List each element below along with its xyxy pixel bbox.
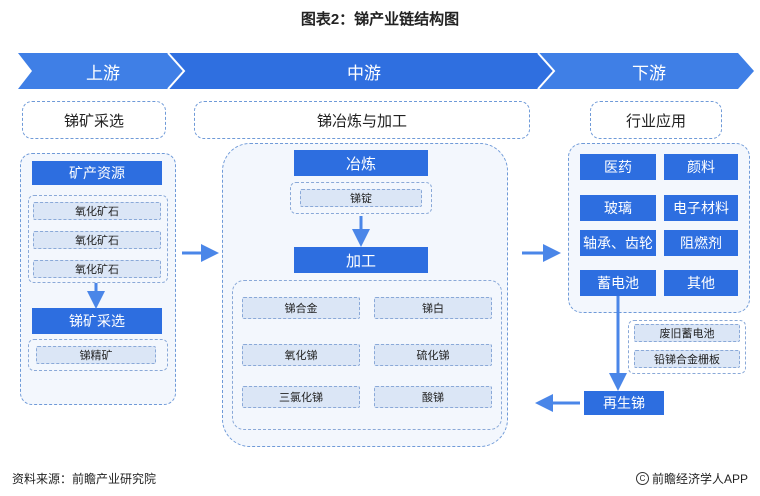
processing-item: 酸锑 xyxy=(374,386,492,408)
stage-arrows-graphic xyxy=(18,53,754,89)
application-item: 电子材料 xyxy=(664,195,738,221)
application-item: 蓄电池 xyxy=(580,270,656,296)
processing-header: 加工 xyxy=(294,247,428,273)
recycled-antimony: 再生锑 xyxy=(584,391,664,415)
mining-header: 锑矿采选 xyxy=(32,308,162,334)
application-item: 颜料 xyxy=(664,154,738,180)
application-item: 阻燃剂 xyxy=(664,230,738,256)
resource-item: 氧化矿石 xyxy=(33,202,161,220)
recycle-group xyxy=(628,320,746,374)
processing-item: 锑白 xyxy=(374,297,492,319)
resources-group xyxy=(28,195,168,283)
upstream-category: 锑矿采选 xyxy=(22,101,166,139)
brand-logo-icon: C xyxy=(635,472,649,485)
midstream-category: 锑冶炼与加工 xyxy=(194,101,530,139)
stage-arrow-upstream xyxy=(18,53,184,89)
stage-arrow-midstream xyxy=(168,53,554,89)
application-item: 玻璃 xyxy=(580,195,656,221)
resource-item: 氧化矿石 xyxy=(33,260,161,278)
smelting-header: 冶炼 xyxy=(294,150,428,176)
brand-name: 前瞻经济学人APP xyxy=(651,472,748,486)
application-item: 轴承、齿轮 xyxy=(580,230,656,256)
smelting-group xyxy=(290,182,432,214)
source-note: 资料来源：前瞻产业研究院 xyxy=(12,472,157,486)
mining-item: 锑精矿 xyxy=(36,346,156,364)
processing-item: 硫化锑 xyxy=(374,344,492,366)
processing-item: 锑合金 xyxy=(242,297,360,319)
processing-item: 三氯化锑 xyxy=(242,386,360,408)
stage-label-midstream: 中游 xyxy=(347,63,381,83)
stage-label-upstream: 上游 xyxy=(86,63,120,83)
recycle-source: 废旧蓄电池 xyxy=(634,324,740,342)
brand-credit: C 前瞻经济学人APP xyxy=(635,470,748,487)
stage-arrow-downstream xyxy=(538,53,754,89)
smelting-item: 锑锭 xyxy=(300,189,422,207)
processing-item: 氧化锑 xyxy=(242,344,360,366)
downstream-category: 行业应用 xyxy=(590,101,722,139)
stage-label-downstream: 下游 xyxy=(632,63,666,83)
application-item: 医药 xyxy=(580,154,656,180)
mining-group xyxy=(28,339,168,371)
stage-banner: 上游 中游 下游 xyxy=(18,53,756,89)
recycle-source: 铅锑合金栅板 xyxy=(634,350,740,368)
application-item: 其他 xyxy=(664,270,738,296)
resources-header: 矿产资源 xyxy=(32,161,162,185)
resource-item: 氧化矿石 xyxy=(33,231,161,249)
processing-group xyxy=(232,280,502,430)
chart-title: 图表2：锑产业链结构图 xyxy=(300,11,460,28)
